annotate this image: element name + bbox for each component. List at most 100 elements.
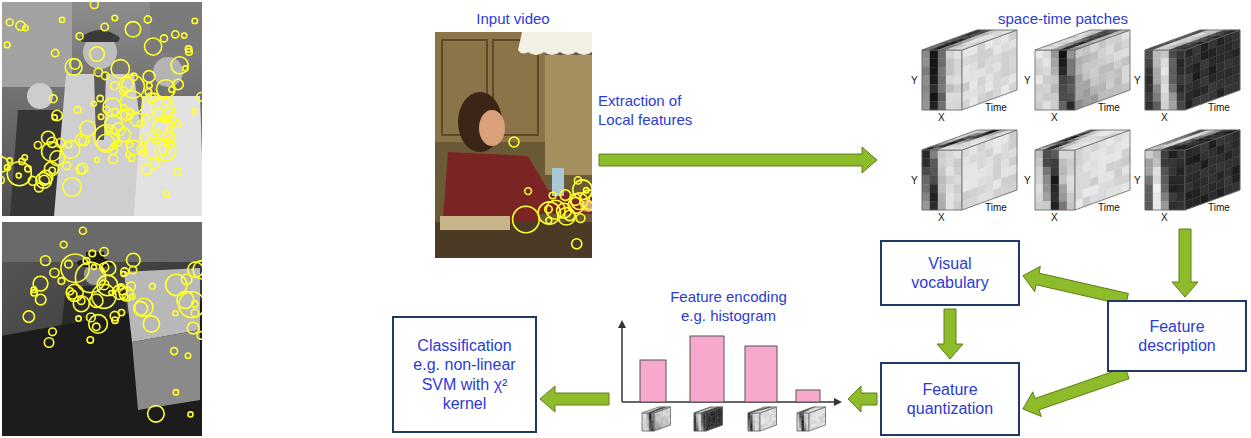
feature-circle (164, 108, 173, 117)
text-wrap: Feature encoding e.g. histogram (664, 288, 794, 326)
voxel (938, 93, 946, 102)
voxel (802, 418, 804, 421)
feature-circle (572, 239, 582, 249)
voxel (1051, 193, 1059, 202)
voxel (1169, 167, 1177, 176)
voxel (750, 418, 752, 421)
feature-circle (188, 412, 193, 417)
voxel (1169, 150, 1177, 159)
voxel (938, 176, 946, 185)
voxel (1114, 130, 1130, 133)
voxel (946, 59, 954, 68)
cube-face (797, 407, 826, 413)
voxel (946, 176, 954, 185)
voxel (1161, 159, 1169, 168)
voxel (1043, 176, 1051, 185)
voxel (647, 416, 649, 419)
voxel (1161, 93, 1169, 102)
feature-circle (192, 301, 198, 307)
voxel (753, 416, 755, 419)
voxel (1059, 59, 1067, 68)
voxel (1043, 201, 1051, 210)
feature-circle (192, 109, 197, 114)
voxel (649, 416, 651, 419)
feature-circle (49, 167, 55, 173)
voxel (1059, 50, 1067, 59)
text-wrap: Input video (433, 10, 593, 29)
cube-face (1035, 30, 1130, 50)
flow-arrow (937, 309, 963, 359)
voxel (701, 418, 703, 421)
figure-group: space-time patches (880, 4, 1246, 226)
feature-circle (549, 192, 556, 199)
feature-circle (145, 38, 162, 55)
voxel (1035, 84, 1043, 93)
feature-circle (574, 177, 581, 184)
voxel (1161, 50, 1169, 59)
axis-label: X (938, 213, 945, 223)
box-text: Classification e.g. non-linear SVM with … (406, 336, 523, 413)
voxel (649, 418, 651, 421)
voxel (1067, 176, 1075, 185)
voxel (1169, 184, 1177, 193)
voxel (1067, 193, 1075, 202)
voxel (970, 41, 986, 44)
voxel (930, 184, 938, 193)
voxel (922, 84, 930, 93)
feature-circle (109, 154, 118, 163)
axis-label: Y (1134, 176, 1141, 186)
voxel (1043, 93, 1051, 102)
voxel (1043, 193, 1051, 202)
voxel (954, 67, 962, 76)
voxel (755, 421, 757, 424)
voxel (644, 416, 646, 419)
axis-label: Y (911, 76, 918, 86)
voxel (1051, 150, 1059, 159)
feature-circle (161, 35, 168, 42)
axis-label: Time (1208, 103, 1230, 113)
voxel (1153, 201, 1161, 210)
voxel (1043, 150, 1051, 159)
voxel (938, 193, 946, 202)
voxel (954, 159, 962, 168)
voxel (1067, 47, 1083, 50)
feature-circle (89, 315, 108, 334)
feature-circle (61, 254, 89, 282)
voxel (1169, 93, 1177, 102)
feature-circle (63, 178, 82, 197)
axis (621, 326, 623, 402)
voxel (1208, 36, 1224, 39)
feature-circle (60, 241, 67, 248)
flow-arrow (848, 386, 877, 412)
voxel (946, 167, 954, 176)
voxel (954, 150, 962, 159)
voxel (954, 184, 962, 193)
voxel (1153, 59, 1161, 68)
voxel (1059, 193, 1067, 202)
wall (150, 2, 202, 52)
voxel (1059, 150, 1067, 159)
voxel (946, 93, 954, 102)
voxel (1051, 167, 1059, 176)
feature-circle (144, 16, 151, 23)
voxel (799, 418, 801, 421)
voxel (649, 421, 651, 424)
cube-face (1035, 150, 1075, 210)
voxel (1043, 67, 1051, 76)
process-box: Feature quantization (880, 362, 1020, 436)
voxel (1153, 193, 1161, 202)
feature-circle (123, 294, 128, 299)
feature-circle (105, 127, 110, 132)
feature-circle (51, 49, 58, 56)
voxel (1059, 167, 1067, 176)
voxel (1153, 50, 1161, 59)
lamp-shade (518, 32, 592, 55)
voxel (1114, 30, 1130, 33)
voxel (696, 426, 698, 429)
axis-label: Y (1024, 176, 1031, 186)
voxel (1051, 176, 1059, 185)
axis-label: X (938, 113, 945, 123)
face (479, 110, 505, 146)
axis-label: X (1161, 113, 1168, 123)
